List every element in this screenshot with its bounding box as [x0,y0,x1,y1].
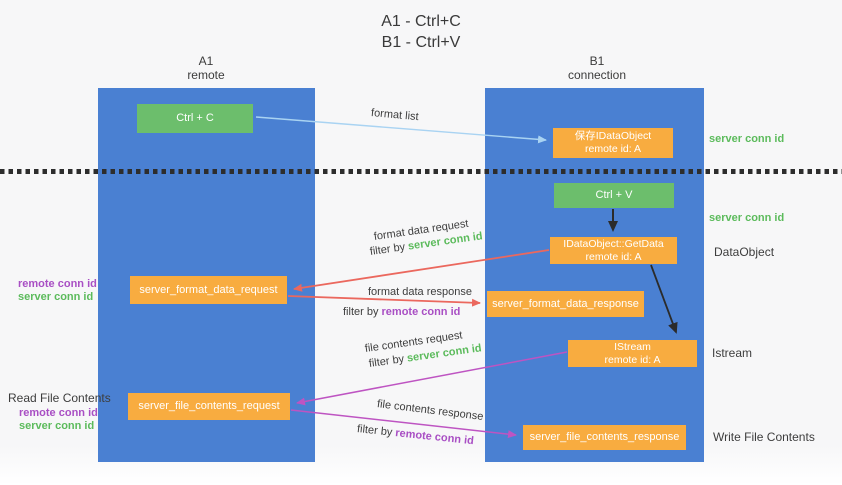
format-data-request-arrow [293,249,550,292]
title-line-1: A1 - Ctrl+C [381,13,461,30]
node-server-format-data-response: server_format_data_response [487,291,644,317]
left-remote-conn-id-2: remote conn id [19,407,98,419]
lane-a1-subtitle: remote [187,68,225,82]
format-data-response-arrow [287,295,481,307]
left-remote-conn-id-1: remote conn id [18,278,97,290]
lane-a1-id: A1 [198,54,214,68]
remote-conn-id-text: remote conn id [381,306,461,318]
node-server-file-contents-request: server_file_contents_request [128,393,290,420]
title-line-2: B1 - Ctrl+V [381,34,461,51]
ctrl-v-label: Ctrl + V [595,189,633,201]
file-contents-request-arrow [296,351,568,406]
left-server-conn-id-1: server conn id [18,291,94,303]
node-ctrl-v: Ctrl + V [554,183,674,208]
read-file-contents-label: Read File Contents [8,391,111,405]
lane-b1-subtitle: connection [567,68,627,82]
left-server-conn-id-2: server conn id [19,420,95,432]
format-data-response-filter-label: filter by remote conn id [343,306,460,319]
getdata-line2: remote id: A [585,250,642,263]
node-istream: IStream remote id: A [568,340,697,367]
server-format-data-request-label: server_format_data_request [139,283,278,296]
istream-line2: remote id: A [604,353,661,366]
istream-side-label: Istream [712,346,753,360]
diagram-title: A1 - Ctrl+C B1 - Ctrl+V [0,11,842,53]
save-idataobject-line2: remote id: A [584,143,642,155]
node-idataobject-getdata: IDataObject::GetData remote id: A [550,237,677,264]
getdata-line1: IDataObject::GetData [563,237,664,250]
format-data-response-label: format data response [368,286,472,298]
node-ctrl-c: Ctrl + C [137,104,253,133]
filter-by-text: filter by [343,306,382,318]
right-server-conn-id-1: server conn id [709,133,785,145]
node-server-file-contents-response: server_file_contents_response [523,425,686,450]
istream-line1: IStream [614,340,651,353]
getdata-to-istream-arrow [650,264,678,334]
server-file-contents-request-label: server_file_contents_request [138,400,280,412]
format-list-arrow [255,116,547,144]
server-file-contents-response-label: server_file_contents_response [529,431,680,443]
dotted-separator-line [0,169,842,174]
lane-header-a1: A1 remote [146,54,266,82]
dataobject-label: DataObject [714,245,775,259]
file-contents-response-arrow [290,409,517,439]
lane-header-b1: B1 connection [537,54,657,82]
save-idataobject-line1: 保存IDataObject [574,130,652,142]
node-server-format-data-request: server_format_data_request [130,276,287,304]
lane-b1-id: B1 [589,54,605,68]
node-save-idataobject: 保存IDataObject remote id: A [553,128,673,158]
write-file-contents-label: Write File Contents [713,430,815,444]
server-format-data-response-label: server_format_data_response [492,297,639,310]
right-server-conn-id-2: server conn id [709,212,785,224]
ctrl-c-label: Ctrl + C [176,112,214,124]
